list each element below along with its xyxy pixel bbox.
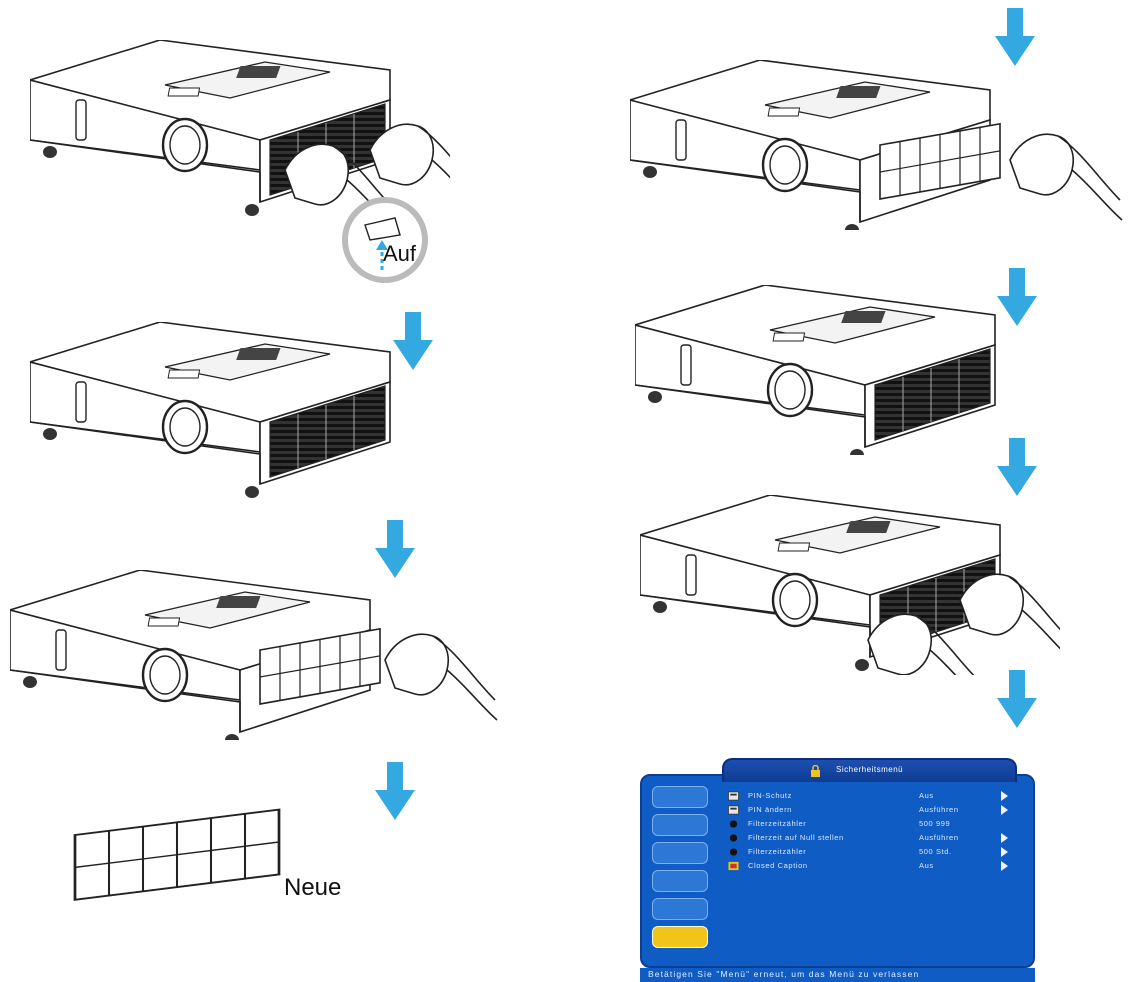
menu-row-label: Filterzeit auf Null stellen	[748, 833, 844, 842]
menu-row[interactable]: PIN-Schutz Aus	[728, 790, 1028, 804]
submenu-arrow-icon[interactable]	[1001, 805, 1008, 815]
neue-label: Neue	[284, 874, 342, 901]
menu-row-label: PIN ändern	[748, 805, 792, 814]
submenu-arrow-icon[interactable]	[1001, 833, 1008, 843]
menu-row-label: PIN-Schutz	[748, 791, 792, 800]
menu-row-label: Filterzeitzähler	[748, 847, 807, 856]
menu-row-value: 500 999	[919, 819, 951, 828]
pin-icon	[728, 791, 739, 801]
projector-step-5	[635, 285, 997, 455]
menu-row-value: Aus	[919, 791, 934, 800]
tools-icon[interactable]	[652, 870, 708, 892]
device-icon[interactable]	[652, 898, 708, 920]
down-arrow-icon	[997, 438, 1037, 496]
menu-title-bar: Sicherheitsmenü	[722, 758, 1017, 782]
menu-row-label: Filterzeitzähler	[748, 819, 807, 828]
menu-row-value: Ausführen	[919, 833, 959, 842]
pin-icon	[728, 805, 739, 815]
eye-icon[interactable]	[652, 786, 708, 808]
headphones-icon[interactable]	[652, 814, 708, 836]
submenu-arrow-icon[interactable]	[1001, 847, 1008, 857]
dot-icon	[729, 834, 738, 842]
menu-row[interactable]: Closed Caption Aus	[728, 860, 1028, 874]
menu-row-value: Aus	[919, 861, 934, 870]
submenu-arrow-icon[interactable]	[1001, 861, 1008, 871]
menu-row[interactable]: Filterzeitzähler 500 Std.	[728, 846, 1028, 860]
menu-row[interactable]: Filterzeitzähler 500 999	[728, 818, 1028, 832]
menu-footer-text: Betätigen Sie "Menü" erneut, um das Menü…	[648, 969, 920, 979]
menu-title: Sicherheitsmenü	[836, 765, 904, 774]
projector-step-6	[640, 495, 1060, 675]
picture-icon[interactable]	[652, 842, 708, 864]
latch-detail-circle	[342, 197, 428, 283]
menu-row-value: 500 Std.	[919, 847, 952, 856]
projector-step-2	[30, 322, 392, 500]
menu-row-label: Closed Caption	[748, 861, 808, 870]
menu-footer: Betätigen Sie "Menü" erneut, um das Menü…	[640, 968, 1035, 982]
projector-step-1	[30, 40, 450, 283]
down-arrow-icon	[995, 8, 1035, 66]
menu-sidebar	[650, 786, 712, 958]
lock-icon	[811, 765, 820, 777]
menu-row-value: Ausführen	[919, 805, 959, 814]
dot-icon	[729, 848, 738, 856]
menu-row[interactable]: PIN ändern Ausführen	[728, 804, 1028, 818]
projector-step-4	[630, 60, 1123, 230]
projector-step-3	[10, 570, 498, 740]
down-arrow-icon	[375, 762, 415, 820]
submenu-arrow-icon[interactable]	[1001, 791, 1008, 801]
cc-icon	[728, 861, 739, 871]
lock-icon[interactable]	[652, 926, 708, 948]
down-arrow-icon	[997, 670, 1037, 728]
dot-icon	[729, 820, 738, 828]
new-filter	[73, 808, 281, 902]
auf-label: Auf	[383, 241, 417, 266]
menu-row[interactable]: Filterzeit auf Null stellen Ausführen	[728, 832, 1028, 846]
